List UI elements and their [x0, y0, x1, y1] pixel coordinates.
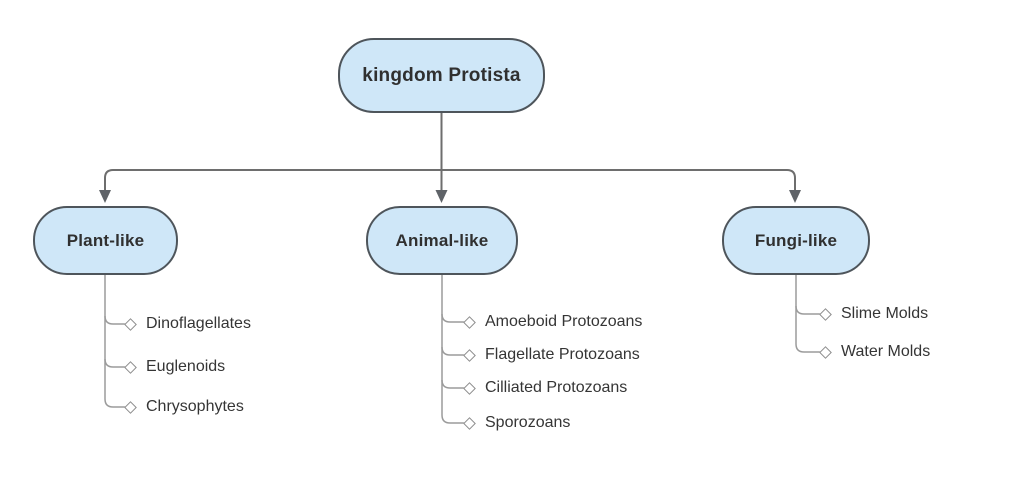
arrowhead-plant	[99, 190, 111, 203]
leaf-euglenoids: Euglenoids	[124, 356, 226, 378]
leaf-dinoflagellates: Dinoflagellates	[124, 313, 251, 335]
leaf-label: Dinoflagellates	[146, 315, 251, 332]
plant-branch-1	[104, 315, 125, 325]
fungi-branch-trunk	[795, 275, 820, 353]
node-animal-like: Animal-like	[366, 206, 518, 275]
diamond-icon	[463, 315, 476, 329]
plant-branch-trunk	[104, 275, 125, 408]
leaf-chrysophytes: Chrysophytes	[124, 396, 244, 418]
animal-branch-3	[441, 379, 464, 389]
arrowheads	[99, 190, 801, 203]
leaf-label: Water Molds	[841, 343, 931, 360]
leaf-label: Amoeboid Protozoans	[485, 313, 643, 330]
node-fungi-like-label: Fungi-like	[754, 230, 838, 250]
animal-branch-2	[441, 346, 464, 356]
diamond-icon	[819, 307, 832, 321]
leaf-amoeboid-protozoans: Amoeboid Protozoans	[463, 311, 643, 333]
diamond-icon	[124, 360, 137, 374]
leaf-label: Chrysophytes	[146, 398, 244, 415]
diamond-icon	[124, 400, 137, 414]
arrowhead-animal	[435, 190, 448, 203]
leaf-slime-molds: Slime Molds	[819, 303, 929, 325]
arrowhead-fungi	[789, 190, 801, 203]
node-plant-like-label: Plant-like	[66, 230, 145, 250]
root-connector-lines	[104, 113, 796, 191]
leaf-water-molds: Water Molds	[819, 341, 931, 363]
leaf-sporozoans: Sporozoans	[463, 412, 571, 434]
node-plant-like: Plant-like	[33, 206, 178, 275]
leaf-label: Sporozoans	[485, 414, 571, 431]
plant-branch-2	[104, 358, 125, 368]
leaf-label: Slime Molds	[841, 305, 929, 322]
leaf-label: Cilliated Protozoans	[485, 379, 628, 396]
node-kingdom-protista: kingdom Protista	[338, 38, 545, 113]
animal-branch-1	[441, 313, 464, 323]
node-animal-like-label: Animal-like	[395, 230, 489, 250]
node-kingdom-protista-label: kingdom Protista	[362, 64, 521, 86]
leaf-label: Euglenoids	[146, 358, 226, 375]
diamond-icon	[463, 416, 476, 430]
connector-root-to-plant	[104, 169, 442, 191]
animal-branch-trunk	[441, 275, 464, 424]
diamond-icon	[819, 345, 832, 359]
diamond-icon	[124, 317, 137, 331]
leaf-label: Flagellate Protozoans	[485, 346, 640, 363]
leaf-cilliated-protozoans: Cilliated Protozoans	[463, 377, 628, 399]
leaf-flagellate-protozoans: Flagellate Protozoans	[463, 344, 640, 366]
node-fungi-like: Fungi-like	[722, 206, 870, 275]
connector-root-to-fungi	[441, 169, 796, 191]
fungi-branch-1	[795, 305, 820, 315]
diamond-icon	[463, 348, 476, 362]
diamond-icon	[463, 381, 476, 395]
